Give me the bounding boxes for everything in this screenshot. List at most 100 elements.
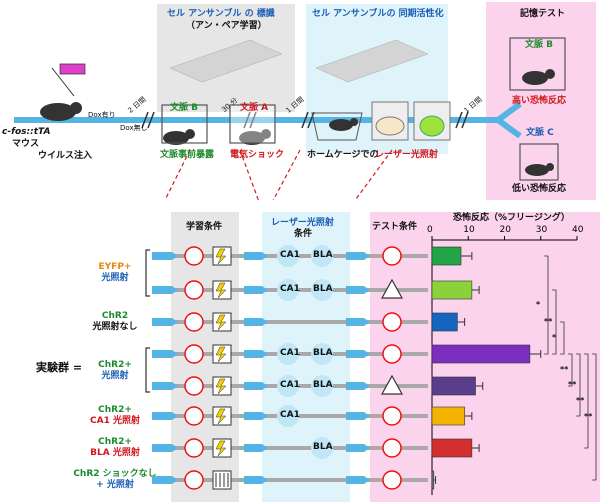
row-arrow [244,412,268,420]
row-label-line1: ChR2 [101,311,129,321]
row-arrow [244,444,268,452]
test-context-circle [382,470,402,490]
bar [431,406,465,426]
high-fear: 高い恐怖反応 [512,96,567,106]
significance-label: ** [560,365,569,374]
shock-icon [215,346,227,363]
context-b-circle [184,344,204,364]
row-arrow [244,350,268,358]
bracket [145,347,150,393]
row-label-line1: ChR2 ショックなし [73,469,157,479]
memory-test-title: 記憶テスト [520,9,566,19]
row-arrow [346,444,370,452]
row-arrow [244,476,268,484]
homecage-label: ホームケージでの [307,150,379,160]
x-tick-label: 30 [535,225,548,235]
row-label: ChR2+光照射 [70,360,160,382]
bar [431,246,462,266]
row-label: EYFP+光照射 [70,262,160,284]
significance-label: ** [568,380,577,389]
significance-label: ** [544,317,553,326]
row-arrow [152,382,178,390]
row-label-line1: ChR2+ [98,360,132,370]
row-label: ChR2+BLA 光照射 [70,437,160,459]
row-arrow [346,252,370,260]
test-context-circle [382,246,402,266]
row-timeline [152,320,428,324]
ca1-label: CA1 [280,380,300,390]
test-context-circle [382,344,402,364]
row-arrow [346,382,370,390]
row-arrow [152,318,178,326]
bla-label: BLA [313,442,333,452]
test-context-triangle [380,278,404,299]
bracket [145,249,150,297]
test-context-circle [382,438,402,458]
significance-bracket [592,353,597,481]
context-b-circle [184,280,204,300]
bar [431,438,473,458]
context-b-circle [184,376,204,396]
group-label: 実験群 = [36,361,83,374]
context-a-box [212,470,232,490]
row-arrow [152,350,178,358]
shock-icon [215,408,227,425]
significance-bracket [584,353,589,449]
row-arrow [244,382,268,390]
low-fear: 低い恐怖反応 [512,184,567,194]
row-arrow [244,252,268,260]
shock-icon [215,314,227,331]
laser-column [262,212,350,502]
ctx-a-label: 文脈 A [240,103,269,113]
significance-bracket [552,289,557,355]
ca1-label: CA1 [280,348,300,358]
mouse-icon [40,69,555,176]
row-arrow [152,476,178,484]
x-tick-label: 40 [572,225,584,235]
test-context-circle [382,406,402,426]
mouse-label-2: マウス [12,139,40,149]
ca1-label: CA1 [280,250,300,260]
shock-icon [215,440,227,457]
dox-off: Dox無し [120,124,148,132]
bla-node [311,375,333,397]
bla-node [311,245,333,267]
shock-icon [215,378,227,395]
row-label-line2: CA1 光照射 [90,416,140,426]
x-tick-label: 10 [463,225,475,235]
row-arrow [152,412,178,420]
header-fear: 恐怖反応（%フリージング） [453,213,570,223]
ca1-node [277,279,299,301]
row-arrow [346,476,370,484]
significance-label: ** [584,412,593,421]
row-label: ChR2+CA1 光照射 [70,405,160,427]
ca1-label: CA1 [280,410,300,420]
row-timeline [152,446,428,450]
context-b-circle [184,406,204,426]
ctx-b-label: 文脈 B [170,103,198,113]
shock-icon [215,248,227,265]
context-b-circle [184,470,204,490]
dox-on: Dox有り [88,111,116,119]
row-arrow [346,350,370,358]
ctx-pre-label: 文脈事前暴露 [160,150,215,160]
row-arrow [152,252,178,260]
ca1-node [277,343,299,365]
context-b-circle [184,246,204,266]
top-scheme-drawing [14,37,566,200]
row-label-line2: 光照射 [101,371,129,381]
test-context-triangle [380,374,404,395]
row-arrow [152,444,178,452]
bla-node [311,437,333,459]
bar [431,280,473,300]
context-b-circle [184,312,204,332]
row-label-line2: BLA 光照射 [90,448,140,458]
row-label: ChR2 ショックなし+ 光照射 [70,469,160,491]
ca1-node [277,375,299,397]
labeling-subtitle: （アン・ペア学習） [186,21,267,31]
shock-icon [215,282,227,299]
row-arrow [244,318,268,326]
cell-grid-1 [169,39,283,83]
